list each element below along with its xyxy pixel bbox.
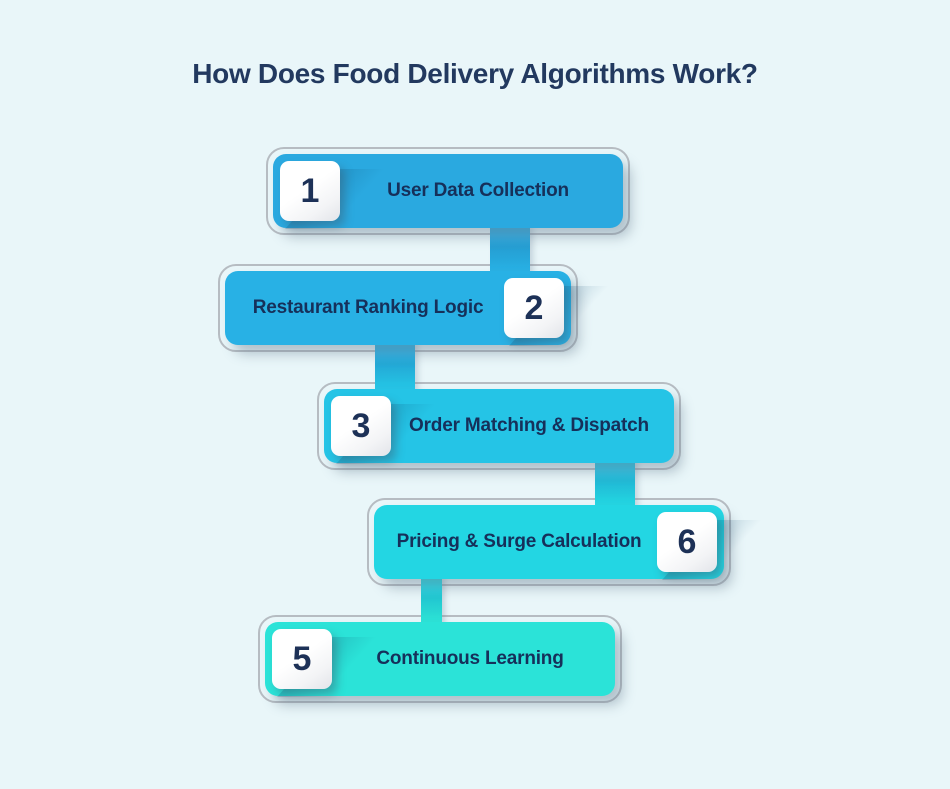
step-5-label: Continuous Learning — [376, 648, 564, 669]
step-card-1: 1 User Data Collection — [273, 154, 623, 228]
step-5-number: 5 — [292, 640, 312, 678]
step-4-label: Pricing & Surge Calculation — [396, 531, 642, 552]
step-3-label: Order Matching & Dispatch — [409, 415, 649, 436]
step-3-outline — [317, 382, 681, 470]
connector-step3-step4 — [595, 459, 635, 511]
step-3-number: 3 — [351, 407, 371, 445]
connector-step4-step5 — [421, 576, 442, 628]
step-3-number-badge: 3 — [331, 396, 391, 456]
page-title: How Does Food Delivery Algorithms Work? — [192, 58, 758, 89]
step-1-number: 1 — [300, 172, 320, 210]
step-1-outline — [266, 147, 630, 235]
step-card-4: 6 Pricing & Surge Calculation — [374, 505, 724, 579]
step-card-3: 3 Order Matching & Dispatch — [324, 389, 674, 463]
step-card-2: 2 Restaurant Ranking Logic — [225, 271, 571, 345]
connector-step1-step2 — [490, 225, 530, 277]
step-4-number: 6 — [677, 523, 697, 561]
step-2-label: Restaurant Ranking Logic — [252, 297, 484, 318]
step-card-5: 5 Continuous Learning — [265, 622, 615, 696]
step-1-number-badge: 1 — [280, 161, 340, 221]
step-2-number-badge: 2 — [504, 278, 564, 338]
step-4-number-badge: 6 — [657, 512, 717, 572]
step-2-number: 2 — [524, 289, 544, 327]
step-1-label: User Data Collection — [387, 180, 569, 201]
connector-step2-step3 — [375, 342, 415, 394]
step-5-number-badge: 5 — [272, 629, 332, 689]
